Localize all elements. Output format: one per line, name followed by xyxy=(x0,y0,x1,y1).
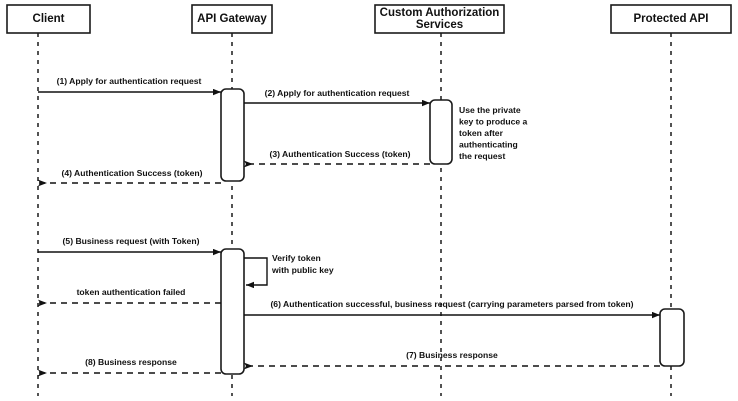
message-label: (5) Business request (with Token) xyxy=(63,236,200,246)
note-line: token after xyxy=(459,128,504,138)
message-label: (2) Apply for authentication request xyxy=(265,88,410,98)
message-m4: (4) Authentication Success (token) xyxy=(38,168,221,187)
message-label: with public key xyxy=(271,265,334,275)
participant-label-protapi: Protected API xyxy=(634,13,709,25)
message-m6: (6) Authentication successful, business … xyxy=(244,299,660,319)
participant-box-gateway[interactable]: API Gateway xyxy=(191,4,273,34)
message-m5: (5) Business request (with Token) xyxy=(38,236,221,256)
participant-label-gateway: API Gateway xyxy=(197,13,267,25)
messages-group: (1) Apply for authentication request (2) … xyxy=(38,76,660,377)
note-line: authenticating xyxy=(459,140,518,150)
note-line: Use the private xyxy=(459,105,521,115)
message-label: (1) Apply for authentication request xyxy=(57,76,202,86)
message-label: (7) Business response xyxy=(406,350,498,360)
message-m2: (2) Apply for authentication request xyxy=(244,88,430,107)
message-m-fail: token authentication failed xyxy=(38,287,221,307)
participant-label-authsvc: Services xyxy=(416,19,463,31)
participant-boxes-group: Client API Gateway Custom AuthorizationSer… xyxy=(6,4,732,34)
activation-bar-authsvc xyxy=(429,99,453,165)
note-line: key to produce a xyxy=(459,117,528,127)
lifelines-group xyxy=(37,33,672,396)
message-m-self: Verify token with public key xyxy=(244,253,334,289)
message-m3: (3) Authentication Success (token) xyxy=(244,149,430,168)
activation-bar-gateway xyxy=(220,248,245,375)
message-label: (6) Authentication successful, business … xyxy=(270,299,633,309)
participant-label-client: Client xyxy=(33,13,65,25)
participant-box-client[interactable]: Client xyxy=(6,4,91,34)
participant-label-authsvc: Custom Authorization xyxy=(380,7,500,19)
activation-bars-group xyxy=(220,88,685,375)
message-m8: (8) Business response xyxy=(38,357,221,377)
self-message-line xyxy=(244,257,268,289)
note-line: the request xyxy=(459,151,505,161)
message-label: Verify token xyxy=(272,253,321,263)
message-label: token authentication failed xyxy=(77,287,186,297)
activation-bar-protapi xyxy=(659,308,685,367)
message-m7: (7) Business response xyxy=(244,350,660,370)
message-label: (8) Business response xyxy=(85,357,177,367)
message-m1: (1) Apply for authentication request xyxy=(38,76,221,96)
message-label: (3) Authentication Success (token) xyxy=(269,149,410,159)
participant-box-protapi[interactable]: Protected API xyxy=(610,4,732,34)
message-label: (4) Authentication Success (token) xyxy=(61,168,202,178)
activation-bar-gateway xyxy=(220,88,245,182)
